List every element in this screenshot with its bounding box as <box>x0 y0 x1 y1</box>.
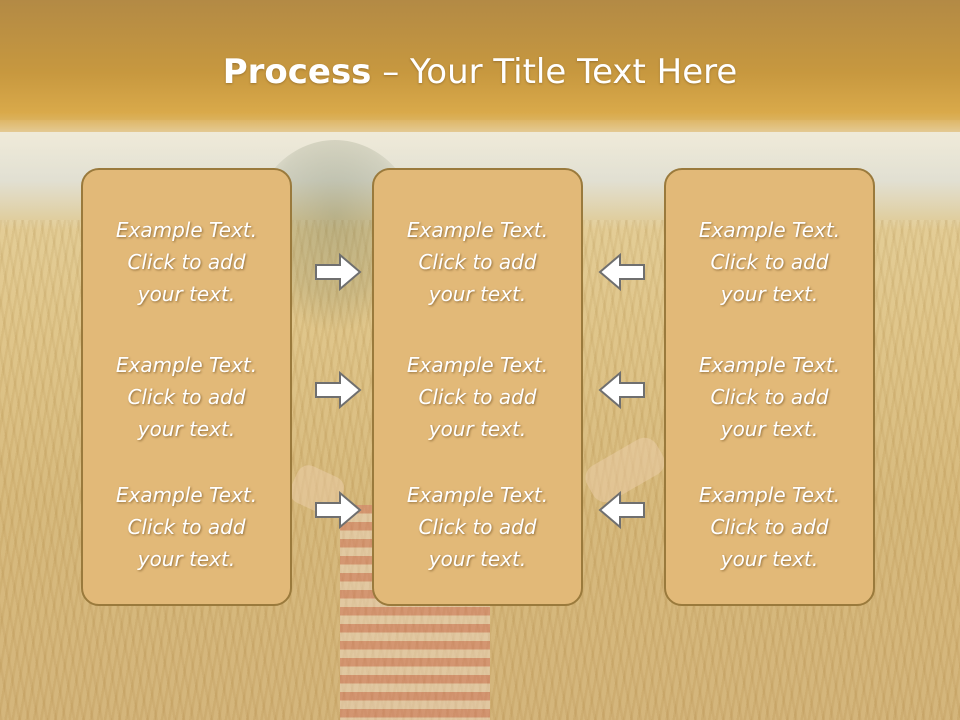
title-bold: Process <box>222 52 372 92</box>
arrow-left-icon <box>598 252 645 292</box>
slide-title[interactable]: Process – Your Title Text Here <box>0 52 960 92</box>
process-box-center[interactable]: Example Text. Click to add your text. Ex… <box>372 168 583 606</box>
text-placeholder[interactable]: Example Text. Click to add your text. <box>698 353 841 441</box>
arrow-left-icon <box>598 490 645 530</box>
arrow-right-icon <box>315 490 362 530</box>
arrow-left-icon <box>598 370 645 410</box>
arrow-right-icon <box>315 252 362 292</box>
text-placeholder[interactable]: Example Text. Click to add your text. <box>406 353 549 441</box>
text-placeholder[interactable]: Example Text. Click to add your text. <box>698 218 841 306</box>
text-placeholder[interactable]: Example Text. Click to add your text. <box>406 218 549 306</box>
process-box-right[interactable]: Example Text. Click to add your text. Ex… <box>664 168 875 606</box>
text-placeholder[interactable]: Example Text. Click to add your text. <box>406 483 549 571</box>
title-band <box>0 0 960 132</box>
title-rest: – Your Title Text Here <box>371 52 738 92</box>
text-placeholder[interactable]: Example Text. Click to add your text. <box>698 483 841 571</box>
text-placeholder[interactable]: Example Text. Click to add your text. <box>115 483 258 571</box>
text-placeholder[interactable]: Example Text. Click to add your text. <box>115 218 258 306</box>
arrow-right-icon <box>315 370 362 410</box>
text-placeholder[interactable]: Example Text. Click to add your text. <box>115 353 258 441</box>
process-box-left[interactable]: Example Text. Click to add your text. Ex… <box>81 168 292 606</box>
